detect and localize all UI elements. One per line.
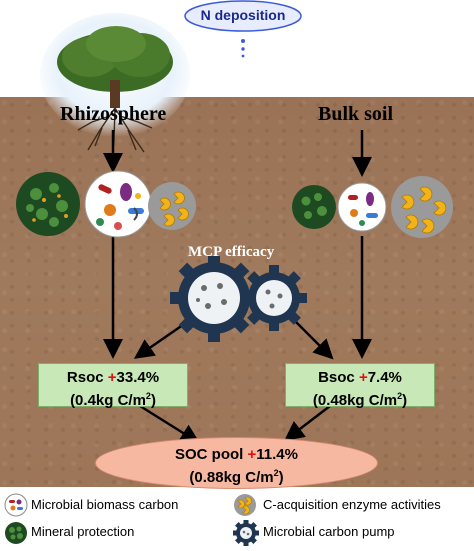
soc-pool-ellipse: SOC pool +11.4% (0.88kg C/m2) xyxy=(95,437,378,489)
rsoc-box: Rsoc +33.4% (0.4kg C/m2) xyxy=(38,363,188,409)
bulk-soil-label: Bulk soil xyxy=(318,103,394,125)
rsoc-amount-close: ) xyxy=(150,392,156,409)
soc-name: SOC pool xyxy=(175,446,248,463)
rhizosphere-circles xyxy=(16,170,196,238)
soc-increase-sign: + xyxy=(247,446,257,463)
mineral-protection-legend-label: Mineral protection xyxy=(31,524,135,539)
tree-icon xyxy=(40,13,190,161)
bulk-soil-circles xyxy=(292,176,453,238)
rsoc-percent: 33.4% xyxy=(116,369,160,386)
carbon-pump-legend-label: Microbial carbon pump xyxy=(263,524,395,539)
bsoc-increase-sign: + xyxy=(358,369,368,386)
soc-amount-close: ) xyxy=(278,469,284,486)
carbon-pump-legend-icon xyxy=(233,520,259,546)
mineral-protection-legend-icon xyxy=(5,522,27,544)
microbial-biomass-legend-label: Microbial biomass carbon xyxy=(31,497,179,512)
microbial-biomass-legend-icon xyxy=(4,493,28,517)
gears-icon xyxy=(170,256,307,342)
bsoc-amount-exponent: 2 xyxy=(397,391,403,401)
soc-amount: (0.88kg C/m xyxy=(189,469,274,486)
enzyme-legend-icon xyxy=(234,494,256,516)
arrow-rsoc-soc xyxy=(139,404,201,444)
thought-cloud-icon xyxy=(184,0,302,58)
rsoc-name: Rsoc xyxy=(66,369,108,386)
n-deposition-label: N deposition xyxy=(200,7,286,23)
bsoc-box: Bsoc +7.4% (0.48kg C/m2) xyxy=(285,363,435,409)
bsoc-amount: (0.48kg C/m xyxy=(312,392,398,409)
soc-percent: 11.4% xyxy=(256,446,298,463)
bsoc-amount-close: ) xyxy=(402,392,408,409)
arrow-bsoc-soc xyxy=(284,405,331,442)
arrow-mcp-bsoc xyxy=(289,315,334,360)
bsoc-percent: 7.4% xyxy=(367,369,402,386)
bsoc-name: Bsoc xyxy=(318,369,359,386)
soc-amount-exponent: 2 xyxy=(273,468,279,478)
rsoc-increase-sign: + xyxy=(107,369,117,386)
rhizosphere-label: Rhizosphere xyxy=(60,103,167,125)
enzyme-legend-label: C-acquisition enzyme activities xyxy=(263,497,441,512)
rsoc-amount: (0.4kg C/m xyxy=(70,392,146,409)
rsoc-amount-exponent: 2 xyxy=(145,391,151,401)
